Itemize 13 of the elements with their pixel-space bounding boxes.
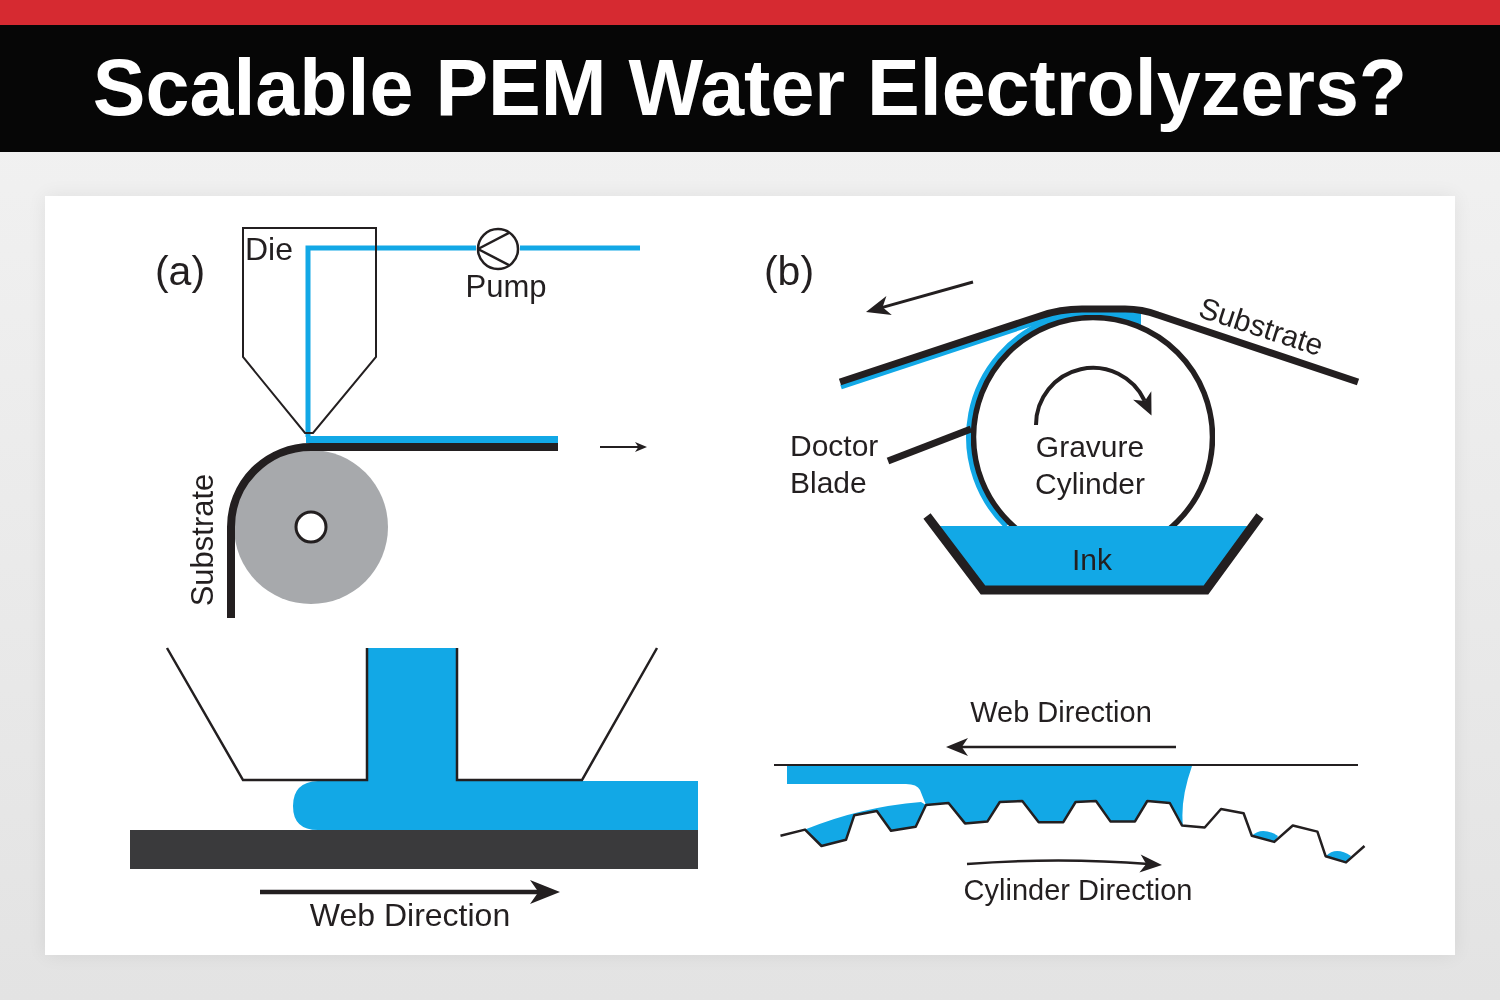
panel-label: (b) [763, 248, 815, 296]
cylinder-label: Gravure Cylinder [1035, 429, 1145, 502]
title: Scalable PEM Water Electrolyzers? [91, 42, 1409, 135]
die-label: Die [245, 231, 293, 268]
direction-label: Cylinder Direction [963, 874, 1193, 908]
ink-label: Ink [1072, 542, 1112, 578]
doctor-blade-label: Doctor Blade [790, 428, 879, 501]
ink-feed-pipe [377, 245, 476, 251]
pump-label: Pump [465, 269, 547, 305]
panel-label: (a) [154, 248, 206, 296]
substrate-label: Substrate [185, 473, 221, 607]
direction-label: Web Direction [970, 696, 1152, 730]
direction-label: Web Direction [309, 896, 511, 934]
